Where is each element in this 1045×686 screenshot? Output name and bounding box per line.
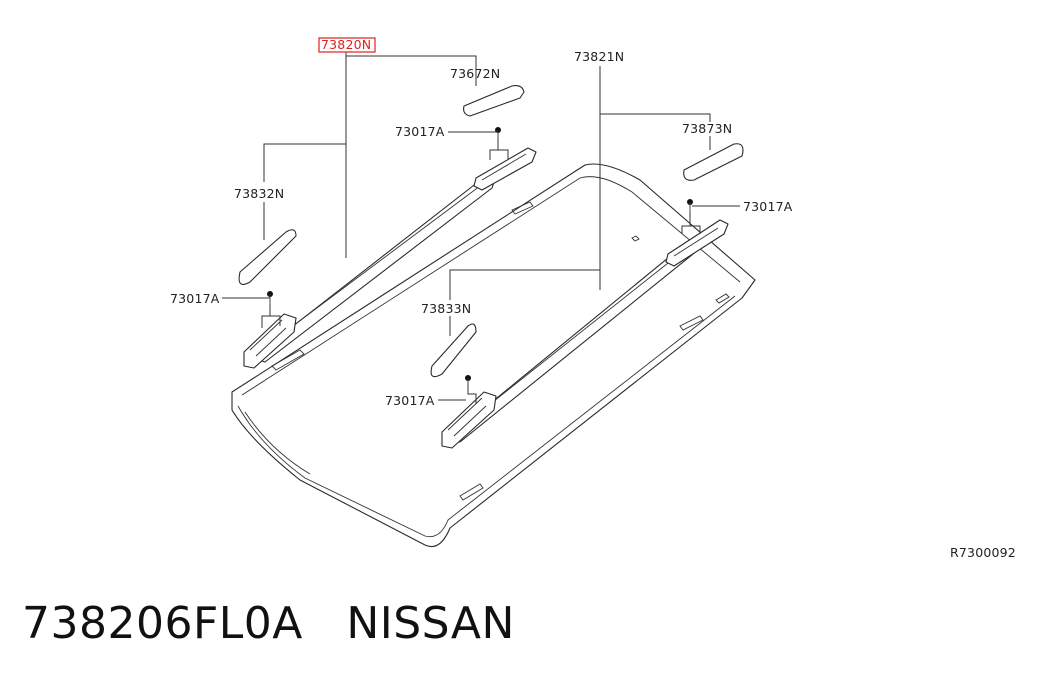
label-fastener-d: 73017A: [385, 393, 435, 408]
footer-brand: NISSAN: [346, 598, 515, 649]
cover-73672N: [463, 85, 525, 117]
cover-73833N: [430, 323, 477, 378]
label-fastener-a: 73017A: [395, 124, 445, 139]
leader-lines: [222, 52, 740, 404]
label-main-part: 73820N: [321, 37, 371, 52]
label-rear-cover-left: 73832N: [234, 186, 284, 201]
label-rear-cover-right: 73833N: [421, 301, 471, 316]
label-front-cover-right: 73873N: [682, 121, 732, 136]
label-fastener-c: 73017A: [170, 291, 220, 306]
footer-part-number: 738206FL0A: [22, 598, 303, 649]
label-drawing-ref: R7300092: [950, 545, 1016, 560]
label-front-cover-left: 73672N: [450, 66, 500, 81]
main-part-highlight: [318, 37, 376, 53]
roof-panel: [231, 163, 756, 548]
label-right-rail: 73821N: [574, 49, 624, 64]
cover-73832N: [238, 229, 297, 285]
footer-caption: 738206FL0A NISSAN: [22, 598, 515, 649]
label-fastener-b: 73017A: [743, 199, 793, 214]
cover-73873N: [683, 143, 744, 181]
left-roof-rail: [243, 147, 537, 369]
right-roof-rail: [441, 219, 729, 449]
